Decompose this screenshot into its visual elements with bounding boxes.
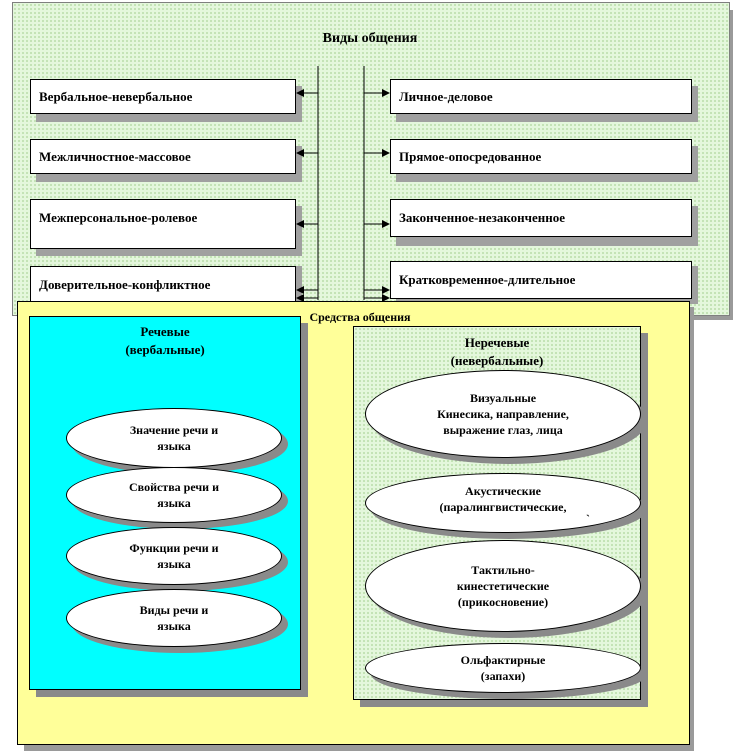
nonverbal-item-tactile: Тактильно-кинестетические(прикосновение) — [365, 540, 641, 632]
nonverbal-item-acoustic: Акустические(паралингвистические,` — [365, 473, 641, 533]
type-box-short-long: Кратковременное-длительное — [390, 261, 692, 299]
type-box-verbal-nonverbal: Вербальное-невербальное — [30, 79, 296, 114]
type-box-interpersonal-mass: Межличностное-массовое — [30, 139, 296, 174]
type-box-personal-business: Личное-деловое — [390, 79, 692, 114]
means-panel-title: Средства общения — [309, 310, 411, 324]
nonverbal-item-olfactory: Ольфактирные(запахи) — [365, 643, 641, 693]
type-box-trust-conflict: Доверительное-конфликтное — [30, 266, 296, 304]
nonverbal-means-title: Неречевые (невербальные) — [450, 335, 544, 368]
type-box-interpersonal-role: Межперсональное-ролевое — [30, 199, 296, 249]
types-panel-title: Виды общения — [322, 31, 418, 46]
type-box-direct-mediated: Прямое-опосредованное — [390, 139, 692, 174]
verbal-means-title: Речевые (вербальные) — [125, 324, 205, 357]
type-box-finished-unfinished: Законченное-незаконченное — [390, 199, 692, 237]
